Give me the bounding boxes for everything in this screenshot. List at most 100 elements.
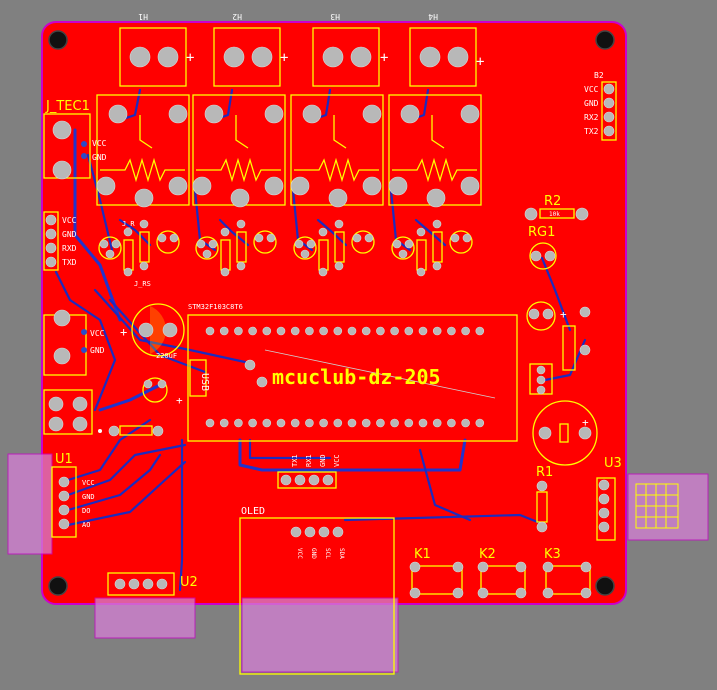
usb-outline [189, 359, 207, 397]
mcu-pin-pad [447, 418, 456, 428]
terminal-blocks [119, 27, 477, 87]
u1-pin-do: DO [82, 507, 90, 515]
mcu-pin-pad [432, 418, 442, 428]
mcu-pin-pad [376, 418, 385, 428]
left-pin-rxd: RXD [62, 244, 77, 253]
u3-grid [635, 483, 679, 529]
left-header-outline [43, 211, 59, 271]
mcu-pin-pad [262, 326, 272, 336]
power-pin-gnd: GND [90, 346, 105, 355]
u1-outline [51, 466, 77, 538]
mcu-module-outline [187, 314, 518, 442]
oled-outline [239, 517, 395, 675]
button-k3[interactable] [542, 561, 592, 599]
oled-pin-vcc: VCC [296, 548, 303, 559]
label-k3: K3 [544, 547, 561, 562]
right-pin-vcc: VCC [584, 85, 599, 94]
mcu-pin-pad [390, 326, 399, 336]
mcu-pin-pad [290, 418, 300, 428]
svg-text:+: + [560, 308, 567, 321]
mcu-pin-pad [234, 326, 243, 336]
mcu-pin-pad [276, 326, 286, 336]
uart-pin-gnd: GND [319, 454, 327, 467]
label-rg1: RG1 [528, 225, 555, 240]
right-pin-gnd: GND [584, 99, 599, 108]
relay-label-h2: H2 [232, 12, 242, 21]
mcu-pin-pad [404, 326, 414, 336]
tec-pin-gnd: GND [92, 153, 107, 162]
driver-components [98, 219, 473, 277]
label-usb: USB [199, 373, 210, 391]
relay-label-h1: H1 [138, 12, 148, 21]
mcu-pin-pad [390, 418, 399, 428]
relay-footprints [96, 94, 482, 208]
label-u1: U1 [55, 452, 73, 467]
mcu-pin-pad [219, 418, 229, 428]
capacitor-220uf [131, 303, 185, 357]
mcu-pin-pad [319, 418, 328, 428]
mcu-pin-pad [290, 326, 300, 336]
plus-h1: + [186, 50, 194, 66]
relay-label-h4: H4 [428, 12, 438, 21]
mcu-pin-pad [376, 326, 385, 336]
svg-text:10k: 10k [549, 211, 560, 218]
right-pin-tx2: TX2 [584, 127, 599, 136]
label-j-tec1: J_TEC1 [45, 99, 90, 114]
board-title: mcuclub-dz-205 [272, 365, 441, 389]
button-k2[interactable] [477, 561, 527, 599]
right-pin-rx2: RX2 [584, 113, 599, 122]
left-pin-gnd: GND [62, 230, 77, 239]
mcu-pin-pad [276, 418, 286, 428]
uart-pin-vcc: VCC [333, 454, 341, 467]
label-k2: K2 [479, 547, 496, 562]
oled-pin-gnd: GND [310, 548, 317, 559]
left-pin-txd: TXD [62, 258, 77, 267]
mounting-holes [48, 30, 615, 596]
label-u3: U3 [604, 456, 622, 471]
mcu-pin-pad [305, 326, 314, 336]
svg-text:+: + [176, 394, 183, 407]
mcu-pin-pad [361, 418, 371, 428]
mcu-pin-pad [248, 418, 257, 428]
plus-h2: + [280, 50, 288, 66]
left-pin-vcc: VCC [62, 216, 77, 225]
mcu-pin-pad [347, 326, 357, 336]
tec-connector-outline [43, 113, 91, 179]
label-u2: U2 [180, 575, 198, 590]
mcu-pin-pad [461, 326, 470, 336]
mcu-pin-pad [319, 326, 328, 336]
mcu-label: STM32F103C8T6 [188, 303, 243, 311]
label-k1: K1 [414, 547, 431, 562]
plus-h3: + [380, 50, 388, 66]
cap-value: 220uF [156, 352, 177, 360]
mcu-pin-pad [219, 326, 229, 336]
mcu-pin-pad [333, 326, 343, 336]
mcu-pin-pad [361, 326, 371, 336]
mcu-pin-pad [305, 418, 314, 428]
label-r2: R2 [544, 194, 561, 209]
overhang-footprints [7, 453, 709, 673]
label-oled: OLED [241, 506, 265, 517]
mcu-pin-pad [347, 418, 357, 428]
mcu-pin-pad [333, 418, 343, 428]
mcu-pin-pad [432, 326, 442, 336]
power-pin-vcc: VCC [90, 329, 105, 338]
button-k1[interactable] [409, 561, 464, 599]
uart-header-outline [277, 471, 337, 489]
mcu-pin-pad [234, 418, 243, 428]
right-header-outline [601, 81, 617, 141]
u1-pin-vcc: VCC [82, 479, 95, 487]
u2-outline [107, 572, 175, 596]
u1-pin-gnd: GND [82, 493, 95, 501]
label-j-rs: J_RS [134, 280, 151, 288]
tec-pin-vcc: VCC [92, 139, 107, 148]
mcu-pin-pad [248, 326, 257, 336]
switch-outline [43, 389, 93, 435]
mcu-pin-pad [404, 418, 414, 428]
mcu-pin-pad [205, 326, 215, 336]
label-b2: B2 [594, 71, 604, 80]
mcu-pin-pad [475, 326, 485, 336]
uart-pin-tx1: TX1 [291, 454, 299, 467]
mcu-pin-pad [418, 418, 428, 428]
